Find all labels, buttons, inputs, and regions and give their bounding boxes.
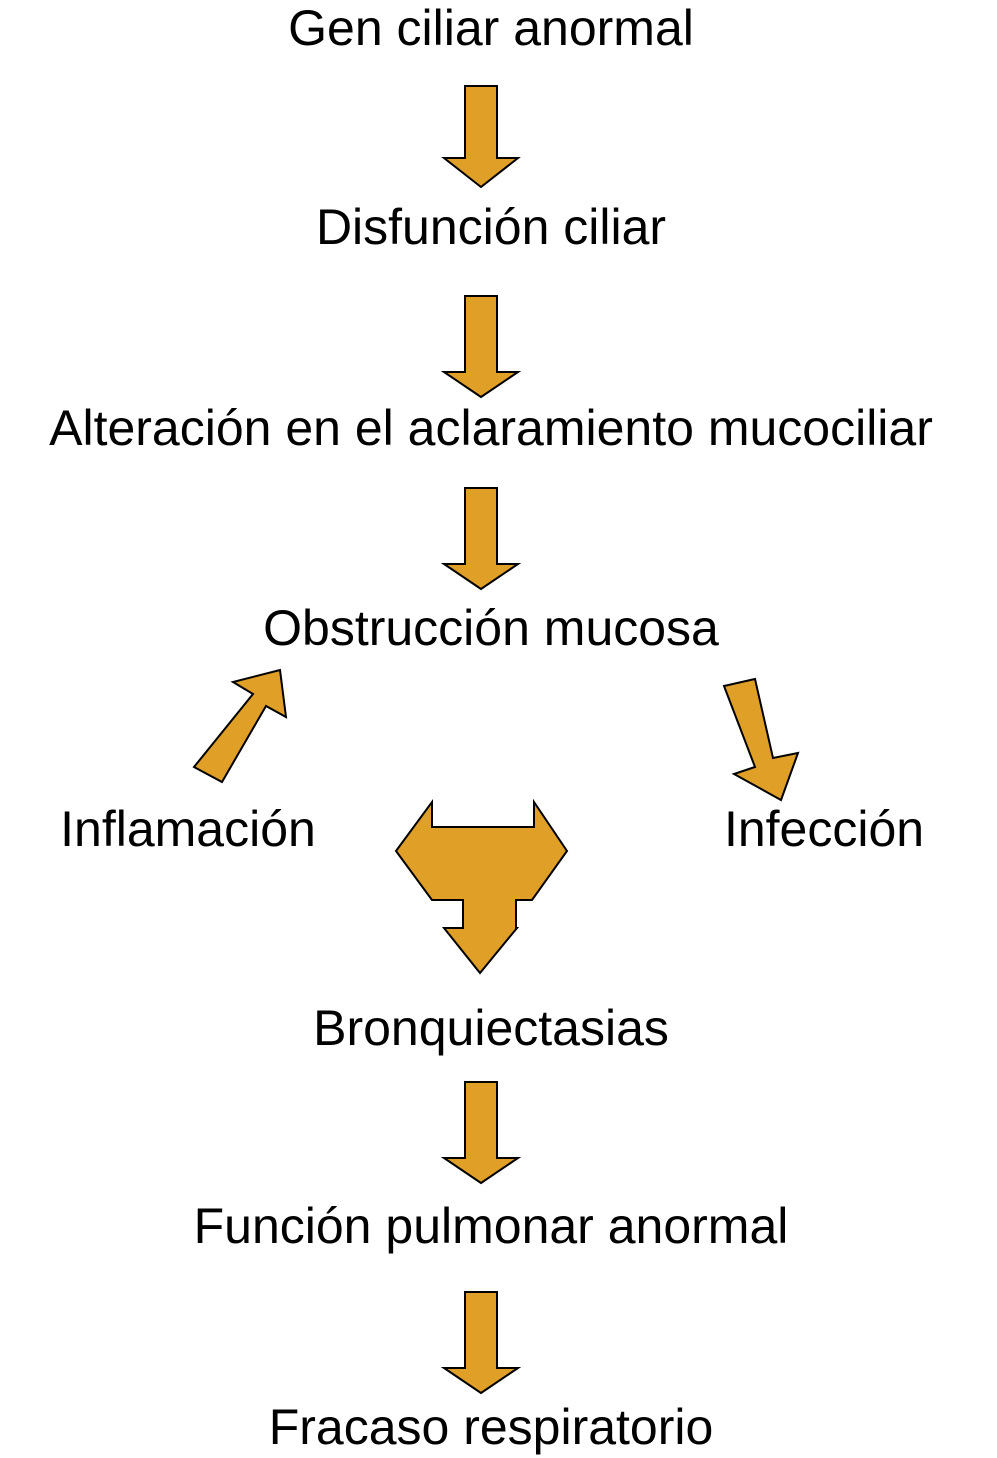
node-obstruccion-mucosa: Obstrucción mucosa bbox=[263, 600, 719, 656]
node-infeccion: Infección bbox=[724, 801, 924, 857]
arrow-bronquiectasias-to-funcion bbox=[440, 1081, 522, 1185]
node-alteracion-aclaramiento: Alteración en el aclaramiento mucociliar bbox=[49, 400, 933, 456]
arrow-inflamacion-to-obstruccion bbox=[192, 668, 288, 784]
arrow-obstruccion-to-infeccion bbox=[722, 677, 800, 802]
arrow-three-way-to-bronquiectasias bbox=[394, 798, 569, 975]
node-disfuncion-ciliar: Disfunción ciliar bbox=[316, 199, 666, 255]
node-funcion-pulmonar-anormal: Función pulmonar anormal bbox=[194, 1198, 789, 1254]
arrow-gen-to-disfuncion bbox=[441, 85, 521, 189]
node-bronquiectasias: Bronquiectasias bbox=[313, 1000, 669, 1056]
arrow-funcion-to-fracaso bbox=[440, 1291, 522, 1395]
node-inflamacion: Inflamación bbox=[60, 801, 316, 857]
arrow-alteracion-to-obstruccion bbox=[440, 487, 522, 591]
node-fracaso-respiratorio: Fracaso respiratorio bbox=[269, 1399, 714, 1455]
node-gen-ciliar-anormal: Gen ciliar anormal bbox=[288, 0, 694, 56]
arrow-disfuncion-to-alteracion bbox=[440, 295, 522, 399]
